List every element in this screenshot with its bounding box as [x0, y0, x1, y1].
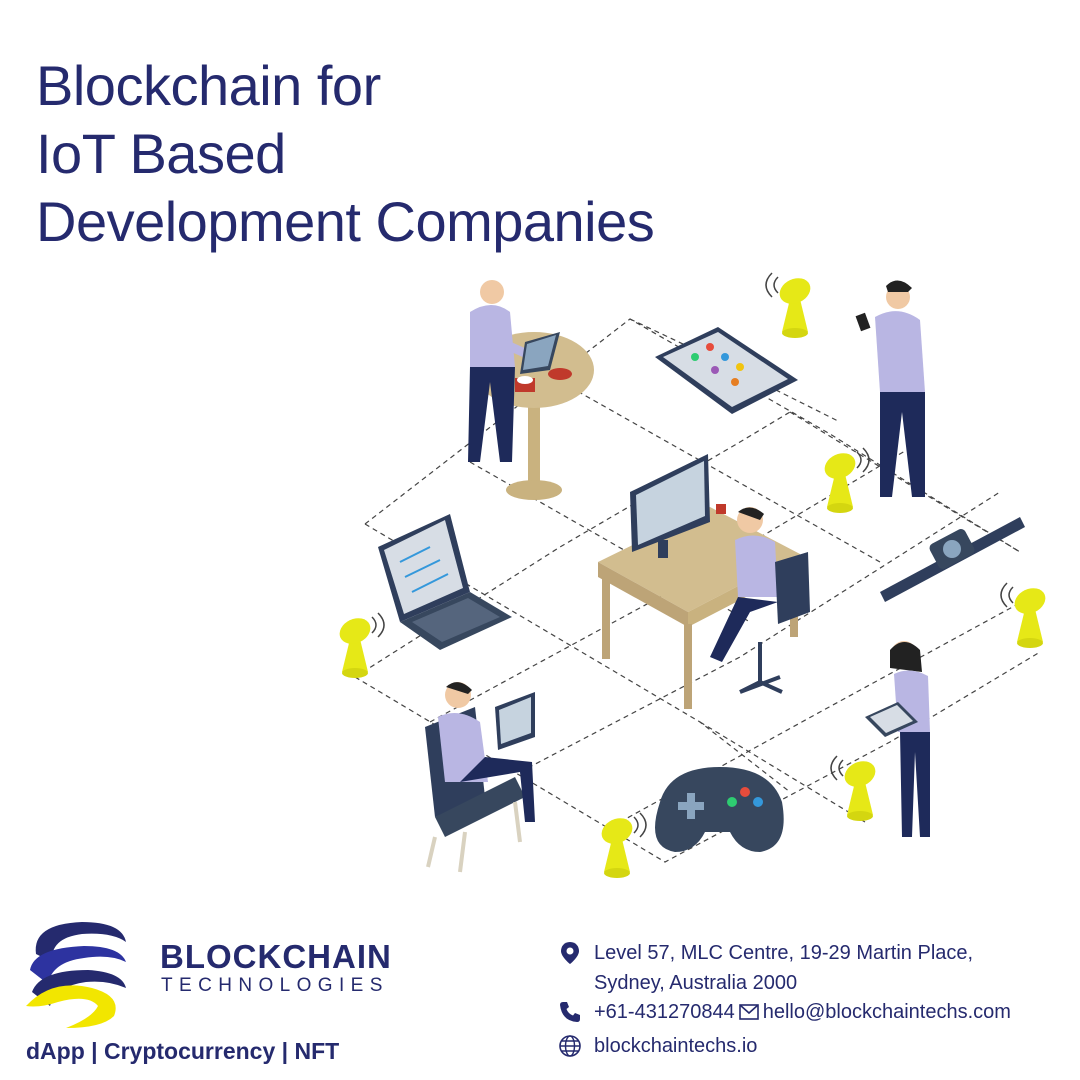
smartwatch-device: [880, 517, 1025, 602]
cafe-table-worker: [468, 280, 594, 500]
brand-subtitle: TECHNOLOGIES: [161, 975, 389, 996]
phone-number[interactable]: +61-431270844: [594, 1000, 735, 1023]
title-line-1: Blockchain for: [36, 54, 381, 117]
iot-network-illustration: [339, 272, 1046, 878]
address-line-1: Level 57, MLC Centre, 19-29 Martin Place…: [594, 942, 974, 964]
location-pin-icon: [561, 942, 579, 964]
tablet-device: [655, 327, 798, 414]
title-line-2: IoT Based: [36, 122, 286, 185]
address-line-2: Sydney, Australia 2000: [594, 972, 798, 994]
iot-antenna-icon: [339, 272, 1046, 878]
desk-worker: [598, 454, 810, 709]
title-line-3: Development Companies: [36, 190, 655, 253]
tablet-user: [865, 641, 930, 837]
globe-icon: [559, 1035, 581, 1057]
brand-tagline: dApp | Cryptocurrency | NFT: [26, 1038, 340, 1064]
brand-name: BLOCKCHAIN: [160, 938, 392, 975]
address-text: Level 57, MLC Centre, 19-29 Martin Place…: [594, 938, 973, 998]
website-link[interactable]: blockchaintechs.io: [594, 1034, 758, 1057]
phone-user: [855, 280, 925, 497]
phone-icon: [560, 1002, 580, 1022]
website-row: blockchaintechs.io: [558, 1034, 757, 1058]
seated-laptop-user: [425, 682, 535, 873]
brand-block: BLOCKCHAIN TECHNOLOGIES dApp | Cryptocur…: [20, 918, 400, 1068]
envelope-icon: [738, 1004, 759, 1020]
brand-logo-icon: [26, 922, 126, 1028]
laptop-device: [378, 514, 512, 650]
page-title: Blockchain for IoT Based Development Com…: [36, 52, 655, 256]
game-controller-icon: [655, 767, 784, 852]
address-row: Level 57, MLC Centre, 19-29 Martin Place…: [558, 938, 973, 998]
email-address[interactable]: hello@blockchaintechs.com: [762, 1000, 1011, 1023]
phone-email-row: +61-431270844 hello@blockchaintechs.com: [558, 1000, 1011, 1024]
